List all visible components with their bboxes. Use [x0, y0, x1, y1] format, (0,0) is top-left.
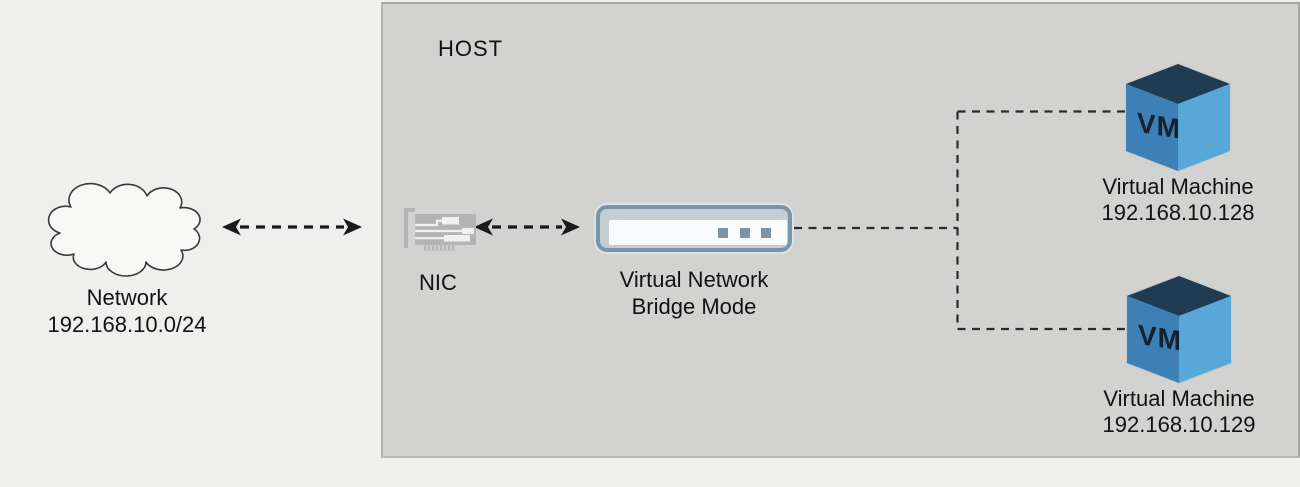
network-cloud-icon: [47, 182, 201, 277]
vm2-label-block: Virtual Machine 192.168.10.129: [1069, 386, 1289, 438]
vm1-label-block: Virtual Machine 192.168.10.128: [1068, 174, 1288, 226]
arrow-cloud-to-nic: [222, 218, 362, 236]
virtual-network-mode: Bridge Mode: [631, 294, 757, 319]
vm1-label: Virtual Machine: [1102, 174, 1254, 199]
vm-node-2: VM Virtual Machine 192.168.10.129: [1069, 275, 1289, 438]
switch-front-panel: [609, 220, 787, 245]
vm-node-1: VM Virtual Machine 192.168.10.128: [1068, 63, 1288, 226]
vm-cube-label: VM: [1137, 106, 1181, 145]
vm-cube-icon: VM: [1125, 63, 1231, 172]
nic-node: NIC: [388, 202, 488, 296]
vm1-ip: 192.168.10.128: [1101, 200, 1255, 225]
switch-port-dot: [740, 228, 750, 238]
vm2-ip: 192.168.10.129: [1102, 412, 1256, 437]
virtual-switch-icon: [596, 205, 792, 252]
switch-port-dot: [718, 228, 728, 238]
network-label: Network: [86, 285, 168, 310]
vm-cube-icon: VM: [1126, 275, 1232, 384]
vm2-label: Virtual Machine: [1103, 386, 1255, 411]
virtual-network-name: Virtual Network: [619, 267, 769, 292]
network-label-block: Network 192.168.10.0/24: [22, 284, 232, 338]
virtual-network-label-block: Virtual Network Bridge Mode: [584, 266, 804, 320]
virtual-network-node: Virtual Network Bridge Mode: [596, 205, 792, 319]
nic-label: NIC: [419, 270, 457, 295]
network-subnet: 192.168.10.0/24: [47, 312, 207, 337]
nic-card-icon: [404, 208, 476, 251]
vm-cube-label: VM: [1138, 318, 1182, 357]
host-label: HOST: [438, 36, 504, 61]
switch-port-dot: [761, 228, 771, 238]
external-network-node: Network 192.168.10.0/24: [22, 180, 232, 338]
